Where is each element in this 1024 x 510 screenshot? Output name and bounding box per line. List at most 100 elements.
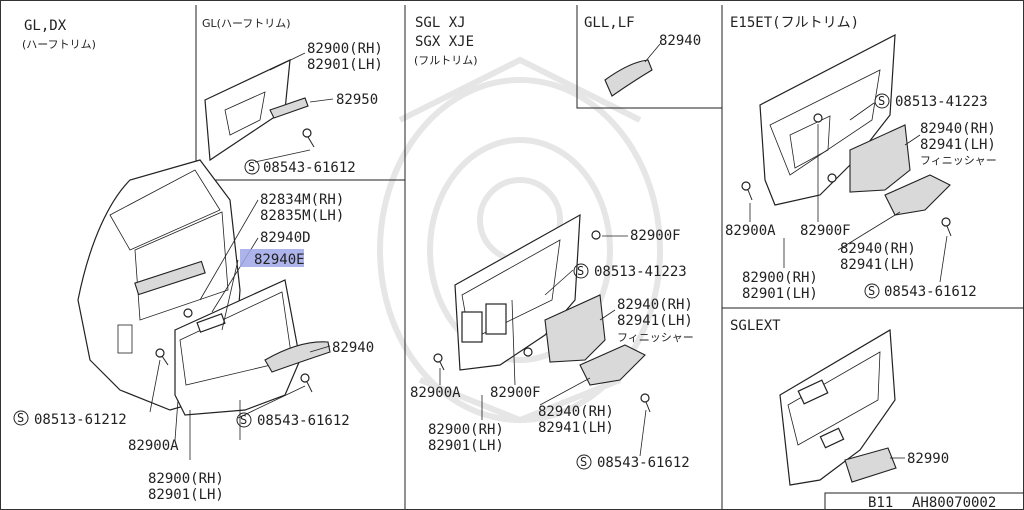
label-82940: 82940 [659,33,701,49]
screw-callout-08513-41223: S 08513-41223 [874,93,988,110]
panel-subtitle: (フルトリム) [414,54,478,67]
panel-title: E15ET(フルトリム) [730,15,859,31]
label-82901-lh: 82901(LH) [742,286,818,302]
panel-title: SGLEXT [730,318,781,334]
pull-handle-82950 [269,97,309,119]
label-82940-rh: 82940(RH) [617,297,693,313]
label-82901-lh: 82901(LH) [148,487,224,503]
label-08543-61612: 08543-61612 [263,160,356,176]
screw-icon [300,373,313,393]
panel-title-1: SGL XJ [415,15,466,31]
panel-title: GL(ハーフトリム) [202,17,291,30]
panel-sglext: SGLEXT 82990 [730,318,949,486]
screw-callout-08543-61612: S 08543-61612 [576,454,690,471]
label-82900f: 82900F [800,223,851,239]
label-finisher: フィニッシャー [617,331,694,344]
panel-subtitle: (ハーフトリム) [22,38,96,51]
trim-corner [204,59,291,162]
highlight-82940e [240,249,304,267]
label-82940d: 82940D [260,230,311,246]
label-82940-rh: 82940(RH) [920,121,996,137]
label-82950: 82950 [336,92,378,108]
label-82900a: 82900A [725,223,776,239]
label-82900a: 82900A [128,438,179,454]
label-08513-41223: 08513-41223 [895,94,988,110]
door-trim-panel [759,33,896,206]
ashtray-82990 [844,447,897,483]
clip-icon [523,347,533,357]
door-trim-panel [779,328,896,486]
screw-callout-08543-61612: S 08543-61612 [236,412,350,429]
panel-title-2: SGX XJE [415,34,474,50]
screw-callout-08543-61612: S 08543-61612 [864,283,977,300]
screw-icon [741,181,753,201]
watermark-emblem [377,56,663,424]
panel-e15et: E15ET(フルトリム) S 08513-41223 82940(RH) [725,15,997,302]
label-08513-61212: 08513-61212 [34,412,127,428]
label-82941-lh: 82941(LH) [617,313,693,329]
label-82900f: 82900F [490,385,541,401]
panel-gl-half-trim: GL(ハーフトリム) 82900(RH) 82901(LH) 82950 S 0… [202,17,383,176]
svg-text:S: S [248,160,255,174]
screw-icon [302,128,315,148]
label-82834m: 82834M(RH) [260,192,344,208]
label-82990: 82990 [907,451,949,467]
screw-icon [941,217,952,237]
door-trim-panel [174,279,301,416]
label-finisher: フィニッシャー [920,154,997,167]
arm-rest-82940 [264,341,331,373]
label-82900-rh: 82900(RH) [307,41,383,57]
label-08543-61612: 08543-61612 [597,455,690,471]
label-82835m: 82835M(LH) [260,208,344,224]
screw-icon [640,393,651,413]
arm-rest-finisher [849,124,911,193]
panel-sgl: SGL XJ SGX XJE (フルトリム) 82900F [410,15,694,471]
svg-text:S: S [577,264,584,278]
clip-icon [591,230,601,240]
label-82900-rh: 82900(RH) [428,422,504,438]
label-82901-lh: 82901(LH) [307,57,383,73]
arm-rest-finisher [544,294,606,363]
label-82940e[interactable]: 82940E [254,252,305,268]
screw-callout-08513-41223: S 08513-41223 [573,263,687,280]
arm-rest-82940 [884,174,951,216]
label-82940: 82940 [332,340,374,356]
svg-text:S: S [878,94,885,108]
screw-icon [155,348,169,366]
panel-gll-lf: GLL,LF 82940 [584,15,701,97]
footer-model: B11 [868,495,893,510]
panel-title: GLL,LF [584,15,635,31]
svg-text:S: S [580,455,587,469]
clip-icon [827,173,837,183]
pull-pocket [196,313,226,333]
footer-code: AH80070002 [912,495,996,510]
screw-callout-08513-61212: S 08513-61212 [13,410,127,428]
label-82941-lh-2: 82941(LH) [538,420,614,436]
label-82900-rh: 82900(RH) [742,270,818,286]
arm-rest-82940 [579,344,646,386]
svg-text:S: S [868,284,875,298]
panel-gl-dx: GL,DX (ハーフトリム) 82834M(RH) 828 [13,18,374,503]
clip-icon [813,113,823,123]
svg-text:S: S [240,413,247,427]
screw-icon [433,353,445,371]
clip-icon [183,308,193,318]
label-82900a: 82900A [410,385,461,401]
label-82901-lh: 82901(LH) [428,438,504,454]
label-82941-lh-2: 82941(LH) [840,257,916,273]
panel-title: GL,DX [24,18,67,34]
label-82900f-top: 82900F [630,228,681,244]
inner-handle-bracket [134,260,206,296]
footer: B11 AH80070002 [868,495,996,510]
label-08513-41223: 08513-41223 [594,264,687,280]
label-82940-rh-2: 82940(RH) [538,404,614,420]
svg-text:S: S [17,411,24,425]
pull-handle-82940 [604,59,653,97]
label-08543-61612: 08543-61612 [884,284,977,300]
label-82940-rh-2: 82940(RH) [840,241,916,257]
label-08543-61612: 08543-61612 [257,413,350,429]
screw-callout-08543-61612: S 08543-61612 [244,159,356,176]
label-82900-rh: 82900(RH) [148,471,224,487]
label-82941-lh: 82941(LH) [920,137,996,153]
